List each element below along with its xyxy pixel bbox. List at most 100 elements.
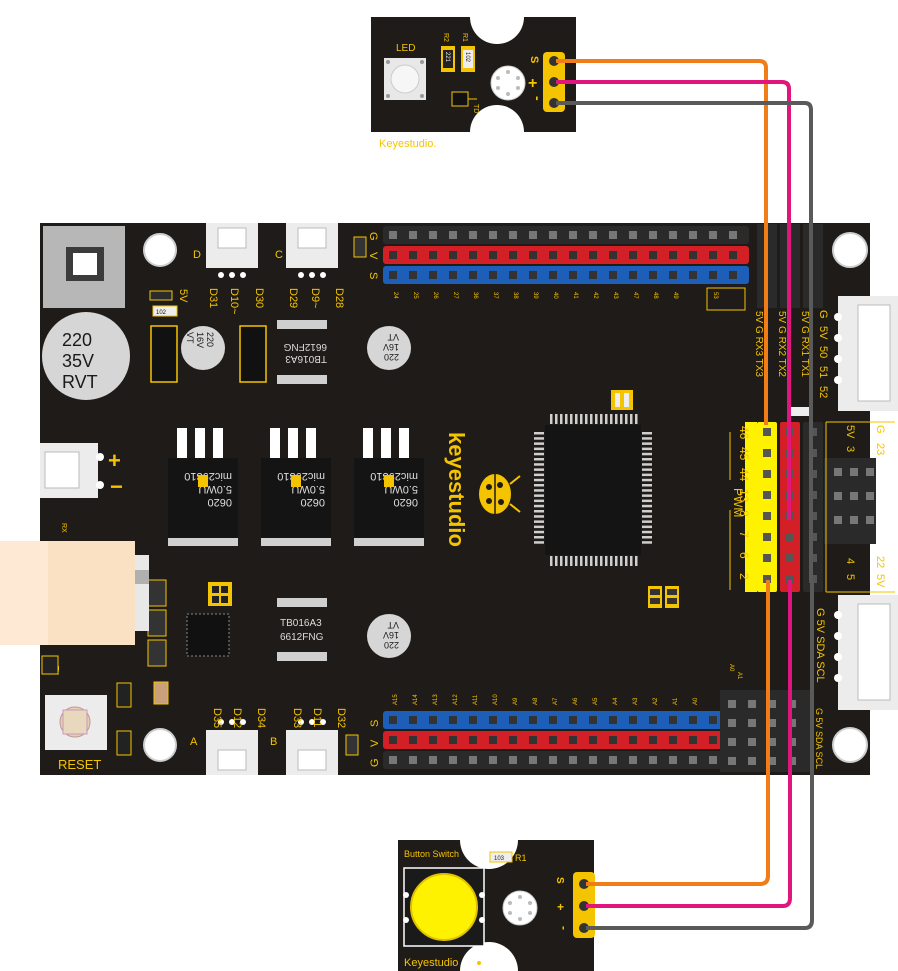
svg-text:VT: VT xyxy=(387,332,399,342)
pwm-pin-label: 2 xyxy=(737,573,751,580)
svg-text:D9~: D9~ xyxy=(309,288,321,309)
svg-text:3: 3 xyxy=(844,446,856,452)
svg-text:5: 5 xyxy=(844,574,856,580)
resistor-r1: 102 R1 xyxy=(461,33,475,72)
svg-text:D10~: D10~ xyxy=(228,288,240,315)
resistor-r2: 221 R2 xyxy=(441,33,455,72)
svg-text:D34: D34 xyxy=(255,708,267,728)
svg-text:G: G xyxy=(367,232,379,241)
pwm-pin-label: 7 xyxy=(737,531,751,538)
small-capacitor xyxy=(181,326,225,370)
main-capacitor xyxy=(42,312,130,400)
wire-led-power xyxy=(556,80,791,520)
main-mcu xyxy=(534,414,652,566)
mount-hole xyxy=(832,232,868,268)
small-capacitor xyxy=(367,326,411,370)
svg-text:D35: D35 xyxy=(211,708,223,728)
svg-text:G 5V SDA SCL: G 5V SDA SCL xyxy=(814,608,826,683)
svg-text:103: 103 xyxy=(494,856,505,862)
svg-text:50: 50 xyxy=(817,346,829,358)
pwm-pin-label: 44 xyxy=(737,468,751,482)
regulator-text: mic29310 xyxy=(370,470,418,482)
svg-text:+: + xyxy=(528,75,537,92)
mount-hole xyxy=(490,65,526,101)
svg-text:A: A xyxy=(190,736,198,748)
header-pin-label: 49 xyxy=(672,292,678,299)
svg-text:A0: A0 xyxy=(728,664,734,672)
mount-hole xyxy=(502,890,538,926)
analog-pin-label: A4 xyxy=(613,697,619,705)
regulator-text: mic29310 xyxy=(184,470,232,482)
svg-text:221: 221 xyxy=(444,52,450,63)
svg-text:-: - xyxy=(530,96,546,101)
header-pin-label: 53 xyxy=(712,292,718,299)
pwm-pin-label: 46 xyxy=(737,426,751,440)
header-pin-label: 41 xyxy=(572,292,578,299)
analog-pin-label: A7 xyxy=(553,697,559,705)
svg-text:+: + xyxy=(557,900,564,914)
wires xyxy=(556,59,814,930)
wire-button-power xyxy=(586,580,792,908)
analog-pin-label: A2 xyxy=(653,697,659,705)
svg-text:52: 52 xyxy=(817,386,829,398)
svg-text:Button Switch: Button Switch xyxy=(404,849,459,859)
cap-text-3: RVT xyxy=(62,372,98,392)
svg-text:G: G xyxy=(369,758,381,767)
usb-chip xyxy=(186,613,230,657)
svg-text:TB016A3: TB016A3 xyxy=(285,353,327,364)
svg-text:V: V xyxy=(369,739,381,747)
small-capacitor xyxy=(367,614,411,658)
svg-text:6612FNG: 6612FNG xyxy=(280,632,324,643)
svg-text:5V: 5V xyxy=(817,326,829,340)
pwm-pin-label: 45 xyxy=(737,447,751,461)
analog-pin-label: A3 xyxy=(633,697,639,705)
svg-text:D11: D11 xyxy=(311,708,323,727)
analog-pin-label: A11 xyxy=(473,694,479,705)
button-cap[interactable] xyxy=(410,873,478,941)
svg-text:22: 22 xyxy=(874,556,886,568)
button-pin-header: S + - xyxy=(554,872,595,938)
svg-text:S: S xyxy=(528,56,540,63)
button-module: Button Switch 103 R1 Keyestudio S + - xyxy=(398,840,595,971)
svg-text:D30: D30 xyxy=(253,288,265,308)
svg-text:16V: 16V xyxy=(383,342,399,352)
mount-hole xyxy=(143,728,177,762)
svg-text:5V G RX3 TX3: 5V G RX3 TX3 xyxy=(753,311,764,377)
svg-text:R1: R1 xyxy=(461,33,468,42)
analog-pin-label: A5 xyxy=(593,697,599,705)
svg-text:16V: 16V xyxy=(383,630,399,640)
svg-text:220: 220 xyxy=(205,332,215,347)
analog-pin-label: A9 xyxy=(513,697,519,705)
svg-text:V: V xyxy=(367,252,379,260)
cap-text-1: 220 xyxy=(62,330,92,350)
svg-text:D33: D33 xyxy=(291,708,303,728)
svg-text:5V G RX1 TX1: 5V G RX1 TX1 xyxy=(799,311,810,377)
svg-text:B: B xyxy=(270,736,277,748)
regulator-text: mic29310 xyxy=(277,470,325,482)
svg-text:C: C xyxy=(275,249,283,261)
header-pin-label: 40 xyxy=(552,292,558,299)
header-pin-label: 42 xyxy=(592,292,598,299)
svg-text:23: 23 xyxy=(874,443,886,455)
svg-text:16V: 16V xyxy=(195,332,205,348)
mount-hole xyxy=(832,727,868,763)
analog-pin-label: A13 xyxy=(433,694,439,705)
regulator-text: 0620 xyxy=(301,496,325,508)
svg-text:51: 51 xyxy=(817,366,829,378)
pwm-pin-label: 13 xyxy=(737,489,751,503)
svg-text:D29: D29 xyxy=(287,288,299,308)
svg-text:5V G RX2 TX2: 5V G RX2 TX2 xyxy=(776,311,787,377)
board-brand: keyestudio xyxy=(444,432,469,547)
header-pin-label: 26 xyxy=(432,292,438,299)
svg-text:D32: D32 xyxy=(335,708,347,728)
svg-text:S: S xyxy=(367,272,379,279)
regulator-text: 0620 xyxy=(394,496,418,508)
svg-text:VT: VT xyxy=(185,332,195,344)
analog-pin-label: A15 xyxy=(393,694,399,705)
svg-text:S: S xyxy=(369,720,381,727)
svg-text:220: 220 xyxy=(384,640,399,650)
svg-text:G: G xyxy=(874,425,886,434)
svg-text:5V: 5V xyxy=(844,425,856,439)
